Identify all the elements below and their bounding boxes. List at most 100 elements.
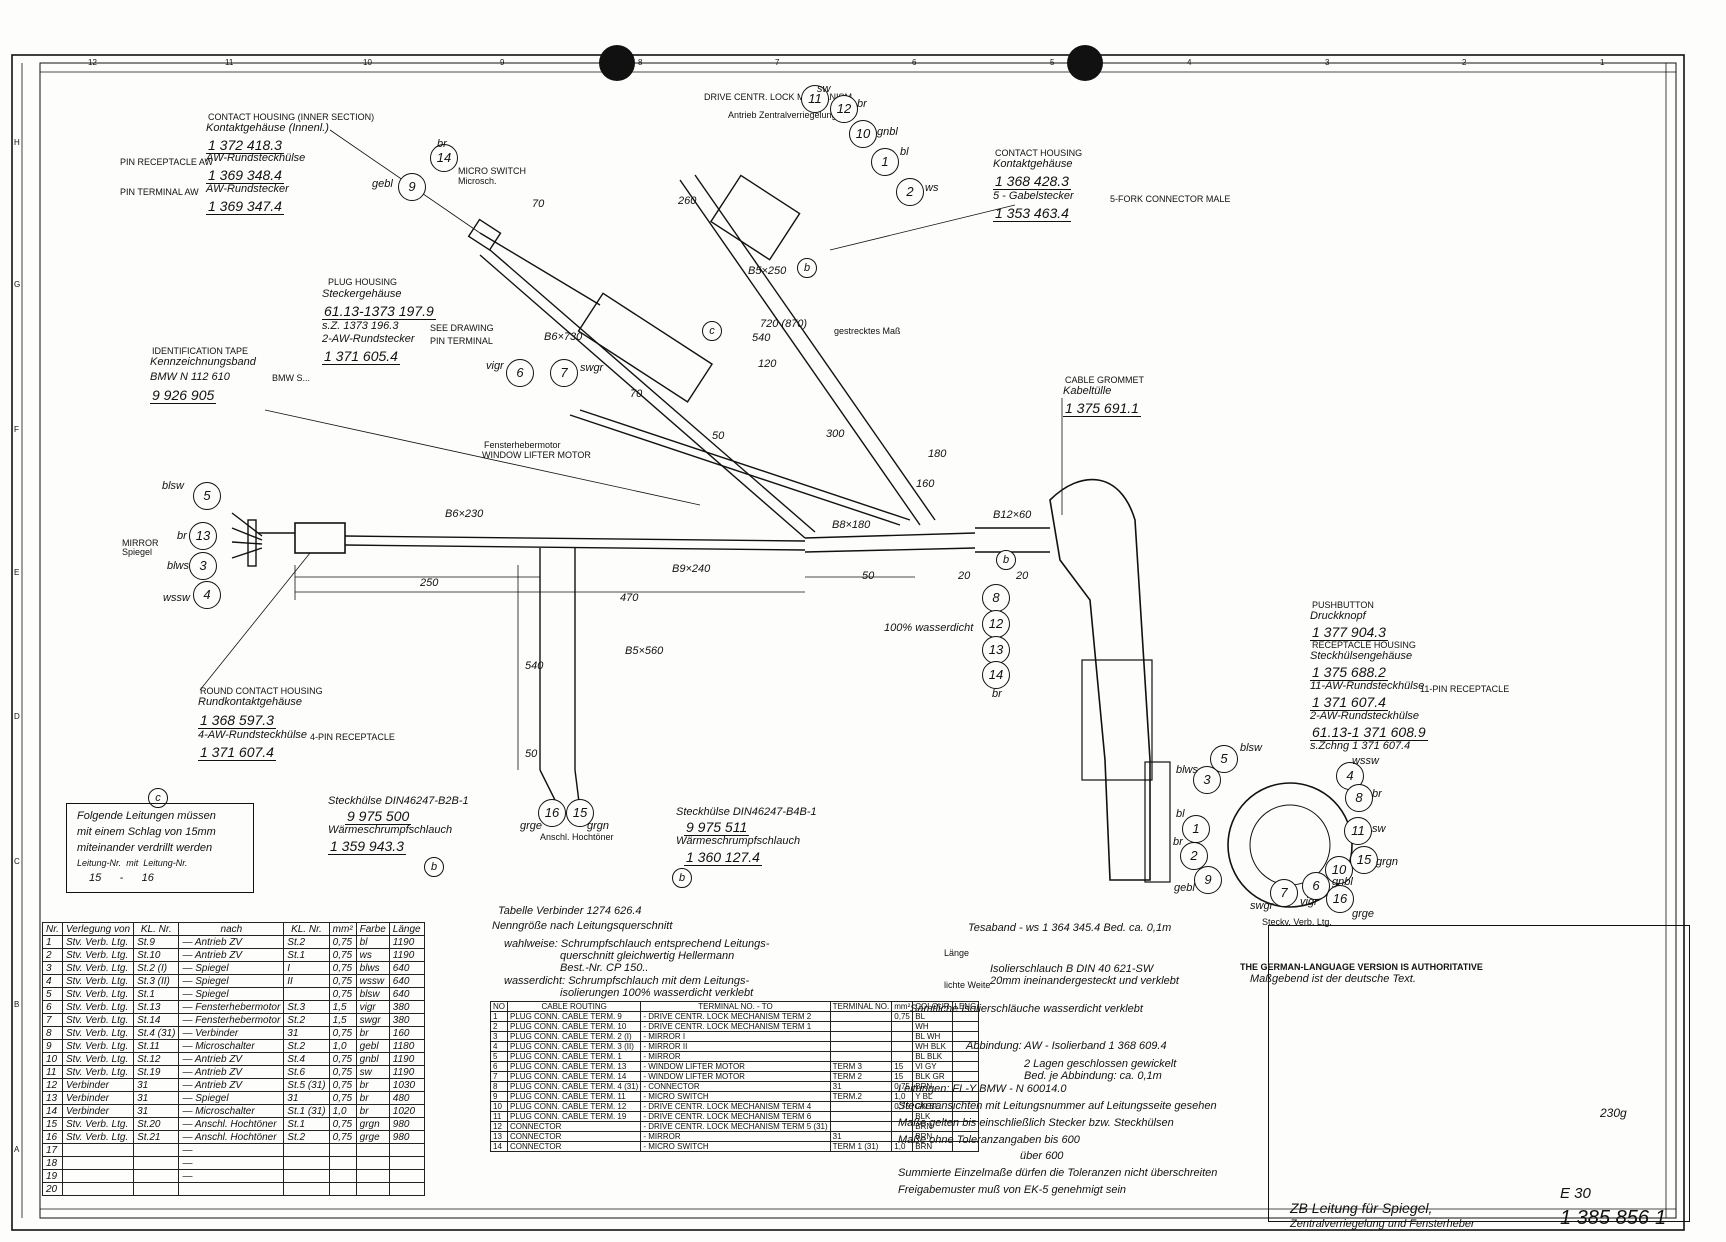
part-label-en: DRIVE CENTR. LOCK MECHANISM <box>704 92 853 102</box>
part-number: 1 369 347.4 <box>206 198 284 215</box>
table-cell: 12 <box>490 1121 508 1132</box>
sheet-number: 1 <box>1655 1207 1667 1229</box>
table-cell: Verbinder <box>61 1104 135 1118</box>
dim-value: 300 <box>826 428 845 440</box>
part-number: 1 359 943.3 <box>328 838 406 855</box>
part-spec: BMW N 112 610 <box>150 371 230 383</box>
part-number: 1 368 428.3 <box>993 173 1071 190</box>
table-cell: — Microschalter <box>178 1039 285 1053</box>
table-cell: - MIRROR <box>640 1131 831 1142</box>
note-text: über 600 <box>1020 1150 1064 1162</box>
wire-list-row: 17— <box>42 1143 425 1157</box>
table-cell: PLUG CONN. CABLE TERM. 13 <box>506 1061 642 1072</box>
part-number: 1 369 348.4 <box>206 167 284 184</box>
table-cell <box>951 1051 980 1062</box>
part-label-en: PLUG HOUSING <box>328 277 398 287</box>
wire-callout: 8 <box>1345 784 1373 812</box>
twist-header: mit <box>126 858 139 868</box>
table-cell: br <box>355 1026 390 1040</box>
table-cell: - WINDOW LIFTER MOTOR <box>640 1061 831 1072</box>
part-label-de: Kennzeichnungsband <box>150 356 256 368</box>
table-cell: 17 <box>42 1143 63 1157</box>
color-code: wssw <box>1352 755 1379 767</box>
table-cell: 31 <box>283 1026 330 1040</box>
part-label-de: AW-Rundstecker <box>206 183 289 195</box>
table-cell: 380 <box>388 1000 425 1014</box>
color-code: br <box>1173 836 1183 848</box>
wire-callout: 8 <box>982 584 1010 612</box>
part-label-de: Kontaktgehäuse (Innenl.) <box>206 122 329 134</box>
table-cell <box>891 1051 914 1062</box>
table-cell: BL BLK <box>912 1051 953 1062</box>
wire-callout: 5 <box>193 482 221 510</box>
col-header: Nr. <box>42 922 63 936</box>
table-cell: St.9 <box>133 935 180 949</box>
table-cell: Stv. Verb. Ltg. <box>61 1130 135 1144</box>
table-cell: 4 <box>42 974 63 988</box>
note-text: Bed. je Abbindung: ca. 0,1m <box>1024 1070 1162 1082</box>
col-header: KL. Nr. <box>133 922 180 936</box>
note-text: lichte Weite <box>944 980 991 990</box>
table-cell: St.19 <box>133 1065 180 1079</box>
table-cell: — Fensterhebermotor <box>178 1000 285 1014</box>
table-cell: br <box>355 1104 390 1118</box>
table-cell <box>283 1182 330 1196</box>
table-cell: gnbl <box>355 1052 390 1066</box>
table-cell: 1030 <box>388 1078 425 1092</box>
table-cell: St.20 <box>133 1117 180 1131</box>
mirror-connector <box>247 519 257 567</box>
note-text: Freigabemuster muß von EK-5 genehmigt se… <box>898 1184 1127 1196</box>
cable-routing-table: NO CABLE ROUTING TERMINAL NO. - TO TERMI… <box>490 1001 980 1152</box>
table-cell: St.2 <box>283 1013 330 1027</box>
table-cell: - WINDOW LIFTER MOTOR <box>640 1071 831 1082</box>
note-callout: b <box>424 857 444 877</box>
main-harness <box>199 129 1353 908</box>
table-cell: 13 <box>490 1131 508 1142</box>
grid-row: H <box>14 138 20 147</box>
table-cell: VI GY <box>912 1061 953 1072</box>
table-cell: PLUG CONN. CABLE TERM. 14 <box>506 1071 642 1082</box>
grid-col: 8 <box>638 58 643 67</box>
table-cell: Stv. Verb. Ltg. <box>61 1039 135 1053</box>
wire-callout: 13 <box>982 636 1010 664</box>
table-cell: 1190 <box>388 1052 425 1066</box>
table-cell: 18 <box>42 1156 63 1170</box>
col-header: nach <box>178 922 285 936</box>
note-text: Steckeransichten mit Leitungsnummer auf … <box>898 1100 1217 1112</box>
table-cell: TERM.2 <box>829 1091 893 1102</box>
table-cell <box>283 1143 330 1157</box>
table-cell <box>829 1111 893 1122</box>
twist-note-line: miteinander verdrillt werden <box>77 842 213 854</box>
wire-callout: 14 <box>982 661 1010 689</box>
table-cell <box>61 1156 135 1170</box>
part-number: 61.13-1373 197.9 <box>322 303 436 320</box>
wire-callout: 7 <box>550 359 578 387</box>
table-cell: 1020 <box>388 1104 425 1118</box>
note-text: wahlweise: Schrumpfschlauch entsprechend… <box>504 938 770 950</box>
part-label-en: PUSHBUTTON <box>1312 600 1374 610</box>
color-code: wssw <box>163 592 190 604</box>
table-cell: St.10 <box>133 948 180 962</box>
table-cell: 1190 <box>388 948 425 962</box>
table-cell: — <box>178 1156 285 1170</box>
table-cell: 9 <box>490 1091 508 1102</box>
note-text: querschnitt gleichwertig Hellermann <box>560 950 735 962</box>
table-cell: WH BLK <box>912 1041 953 1052</box>
title-block <box>1268 925 1690 1222</box>
color-code: br <box>857 98 867 110</box>
table-cell: - MIRROR I <box>640 1031 831 1042</box>
wire-callout: 13 <box>189 522 217 550</box>
part-label-en: MICRO SWITCH <box>458 166 526 176</box>
